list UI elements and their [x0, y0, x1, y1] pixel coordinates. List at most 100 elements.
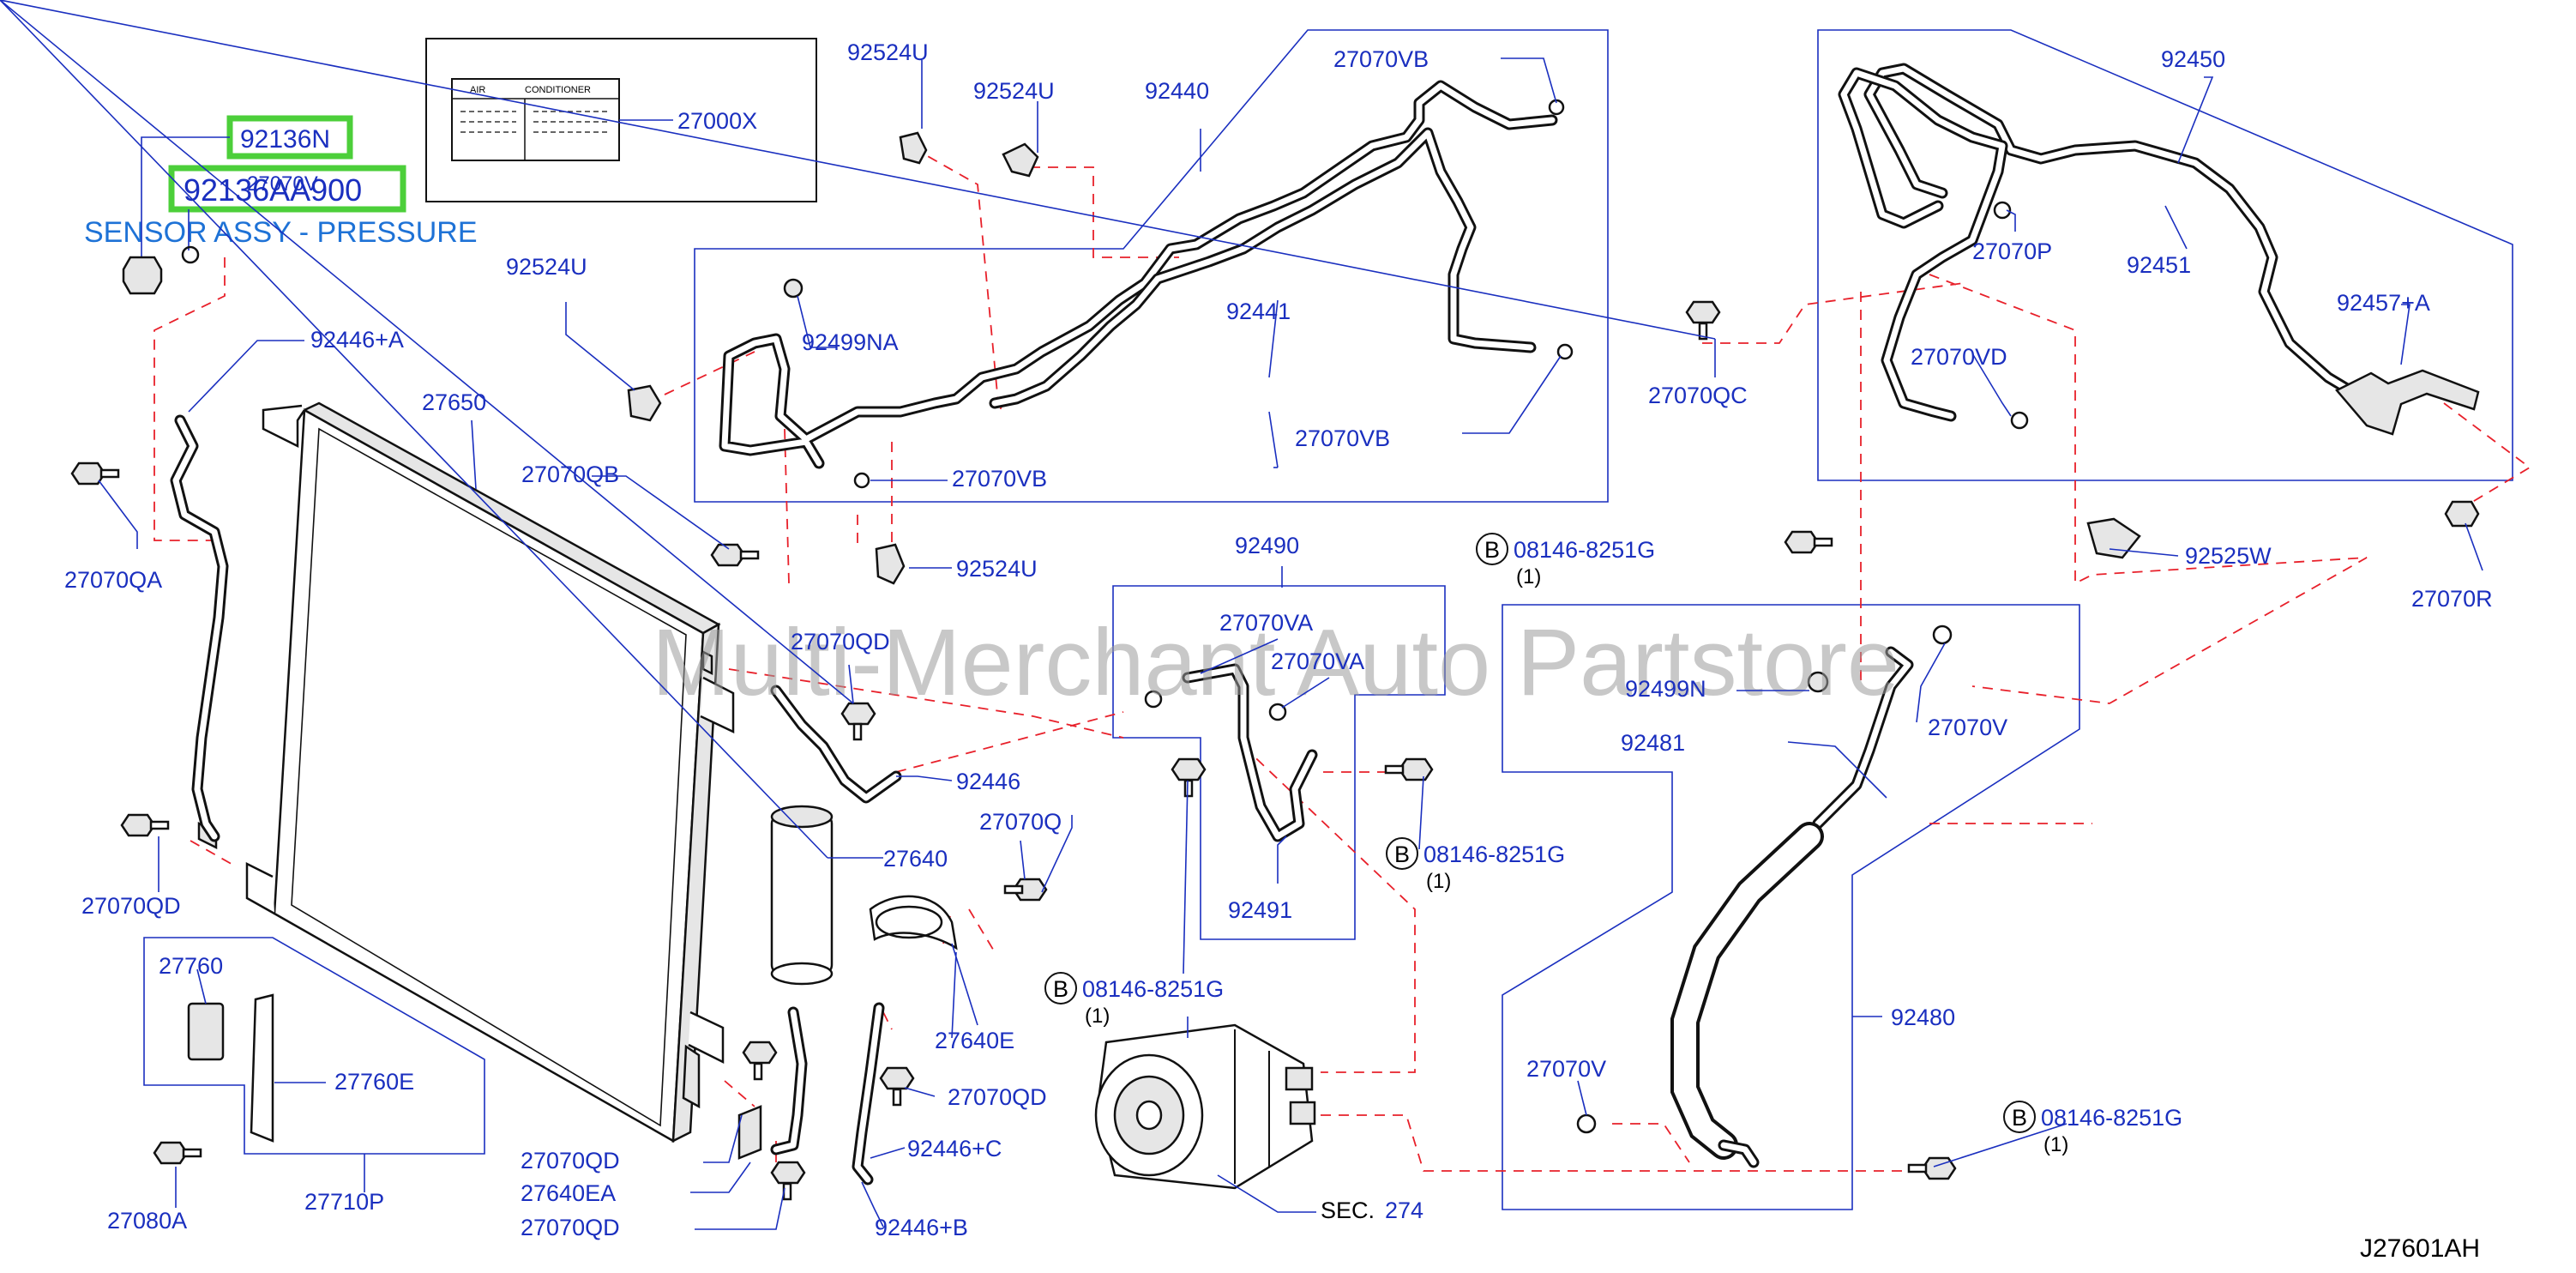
highlight-alt-part-no[interactable]: 92136AA900	[184, 172, 362, 208]
bolt-part-no[interactable]: 08146-8251G	[2041, 1105, 2182, 1131]
label-27070VB[interactable]: 27070VB	[952, 466, 1047, 492]
outline-92440	[694, 29, 1609, 503]
o-ring-icon	[1548, 99, 1565, 116]
pipe-92440[interactable]	[719, 80, 1558, 469]
o-ring-icon	[1144, 690, 1163, 709]
pressure-sensor-icon	[122, 256, 163, 295]
label-27710P[interactable]: 27710P	[304, 1189, 384, 1215]
label-27070Q[interactable]: 27070Q	[979, 809, 1062, 835]
watermark-text: Multi-Merchant Auto Partstore	[652, 610, 1899, 715]
label-92451[interactable]: 92451	[2127, 252, 2191, 278]
bolt-part-no[interactable]: 08146-8251G	[1423, 842, 1565, 867]
bolt-icon	[879, 1066, 915, 1107]
label-27070QC[interactable]: 27070QC	[1648, 383, 1748, 408]
label-27070QD[interactable]: 27070QD	[521, 1215, 620, 1240]
label-27070VD[interactable]: 27070VD	[1911, 344, 2007, 370]
label-27080A[interactable]: 27080A	[107, 1208, 187, 1234]
label-sec-274[interactable]: 274	[1385, 1198, 1423, 1223]
label-92525W[interactable]: 92525W	[2185, 543, 2272, 569]
clip-icon	[1002, 142, 1039, 178]
label-27070R[interactable]: 27070R	[2411, 586, 2493, 612]
bolt-callout-4[interactable]: B 08146-8251G (1)	[2003, 1101, 2182, 1156]
label-27640EA[interactable]: 27640EA	[521, 1180, 616, 1206]
bolt-callout-1[interactable]: B 08146-8251G (1)	[1476, 533, 1655, 588]
clip-icon	[627, 384, 662, 422]
bolt-icon	[742, 1041, 778, 1081]
pipe-92450[interactable]	[1863, 63, 2356, 396]
pressure-sensor-highlight[interactable]: 92136N 27070V 92136AA900 SENSOR ASSY - P…	[84, 115, 478, 295]
label-27070QD[interactable]: 27070QD	[521, 1148, 620, 1173]
o-ring-icon	[181, 245, 200, 264]
label-92499N[interactable]: 92499N	[1625, 676, 1706, 702]
bolt-qty: (1)	[1426, 870, 1451, 893]
label-27070V[interactable]: 27070V	[1526, 1056, 1606, 1082]
bracket-27640E[interactable]	[869, 895, 958, 950]
label-92450[interactable]: 92450	[2161, 46, 2225, 72]
label-92524U[interactable]: 92524U	[506, 254, 587, 280]
bolt-part-no[interactable]: 08146-8251G	[1514, 537, 1655, 563]
switch-icon	[187, 1002, 225, 1061]
label-27070QD[interactable]: 27070QD	[791, 629, 890, 655]
label-27070VB[interactable]: 27070VB	[1333, 46, 1429, 72]
highlight-overlap-text: 27070V	[247, 172, 318, 196]
bolt-callout-3[interactable]: B 08146-8251G (1)	[1044, 972, 1224, 1028]
pipe-92446-plus-c[interactable]	[852, 1002, 885, 1186]
label-92446-plus-b[interactable]: 92446+B	[875, 1215, 968, 1240]
label-92446-plus-a[interactable]: 92446+A	[310, 327, 404, 353]
b-mark-icon	[1476, 533, 1508, 565]
label-92524U[interactable]: 92524U	[847, 39, 929, 65]
label-card-frame	[425, 38, 817, 202]
hose-92480[interactable]	[1670, 646, 1914, 1168]
label-27070QD[interactable]: 27070QD	[948, 1084, 1047, 1110]
label-27070QA[interactable]: 27070QA	[64, 567, 162, 593]
label-92446[interactable]: 92446	[956, 769, 1020, 794]
o-ring-icon	[1556, 343, 1574, 360]
plug-icon	[1807, 671, 1829, 693]
label-27760E[interactable]: 27760E	[334, 1069, 414, 1095]
condenser-27650[interactable]	[197, 401, 735, 1143]
label-card-title-left: AIR	[470, 85, 485, 95]
label-92499NA[interactable]: 92499NA	[802, 329, 899, 355]
label-92440[interactable]: 92440	[1145, 78, 1209, 104]
pipe-92441[interactable]	[989, 127, 1537, 409]
label-27070P[interactable]: 27070P	[1972, 238, 2052, 264]
o-ring-icon	[1576, 1113, 1597, 1134]
label-92457-plus-a[interactable]: 92457+A	[2337, 290, 2430, 316]
pipe-92446-plus-b[interactable]	[770, 1006, 808, 1155]
nut-icon	[2444, 500, 2480, 528]
bolt-mark: B	[1394, 842, 1410, 867]
label-27070QD[interactable]: 27070QD	[81, 893, 181, 919]
label-92441[interactable]: 92441	[1226, 299, 1291, 324]
pipe-92446[interactable]	[770, 685, 902, 804]
label-92524U[interactable]: 92524U	[956, 556, 1038, 582]
label-27760[interactable]: 27760	[159, 953, 223, 979]
label-27650[interactable]: 27650	[422, 389, 486, 415]
label-92480[interactable]: 92480	[1891, 1005, 1955, 1030]
label-27070VB[interactable]: 27070VB	[1295, 425, 1390, 451]
pipe-92446-plus-a[interactable]	[170, 414, 229, 842]
highlight-part-no[interactable]: 92136N	[240, 125, 330, 154]
bolt-callout-2[interactable]: B 08146-8251G (1)	[1386, 837, 1565, 893]
label-27640[interactable]: 27640	[883, 846, 948, 872]
pipe-92490[interactable]	[1182, 663, 1318, 842]
label-92446-plus-c[interactable]: 92446+C	[907, 1136, 1002, 1161]
b-mark-icon	[1386, 837, 1418, 870]
bracket-icon	[737, 1105, 762, 1160]
bolt-mark: B	[1484, 537, 1500, 563]
label-92481[interactable]: 92481	[1621, 730, 1685, 756]
bolt-part-no[interactable]: 08146-8251G	[1082, 976, 1224, 1002]
label-92491[interactable]: 92491	[1228, 897, 1292, 923]
label-27070VA[interactable]: 27070VA	[1271, 649, 1364, 674]
receiver-drier-27640[interactable]	[770, 805, 834, 986]
label-92524U[interactable]: 92524U	[973, 78, 1055, 104]
compressor-sec-274[interactable]	[1094, 1023, 1316, 1190]
b-mark-icon	[1044, 972, 1077, 1005]
label-27070V[interactable]: 27070V	[1928, 715, 2007, 740]
label-27070QB[interactable]: 27070QB	[521, 462, 619, 487]
label-92490[interactable]: 92490	[1235, 533, 1299, 558]
label-27640E[interactable]: 27640E	[935, 1028, 1014, 1053]
bolt-icon	[770, 1161, 806, 1201]
label-27070VA[interactable]: 27070VA	[1219, 610, 1313, 636]
bolt-mark: B	[2012, 1105, 2027, 1131]
pipe-92451[interactable]	[1838, 67, 2008, 422]
